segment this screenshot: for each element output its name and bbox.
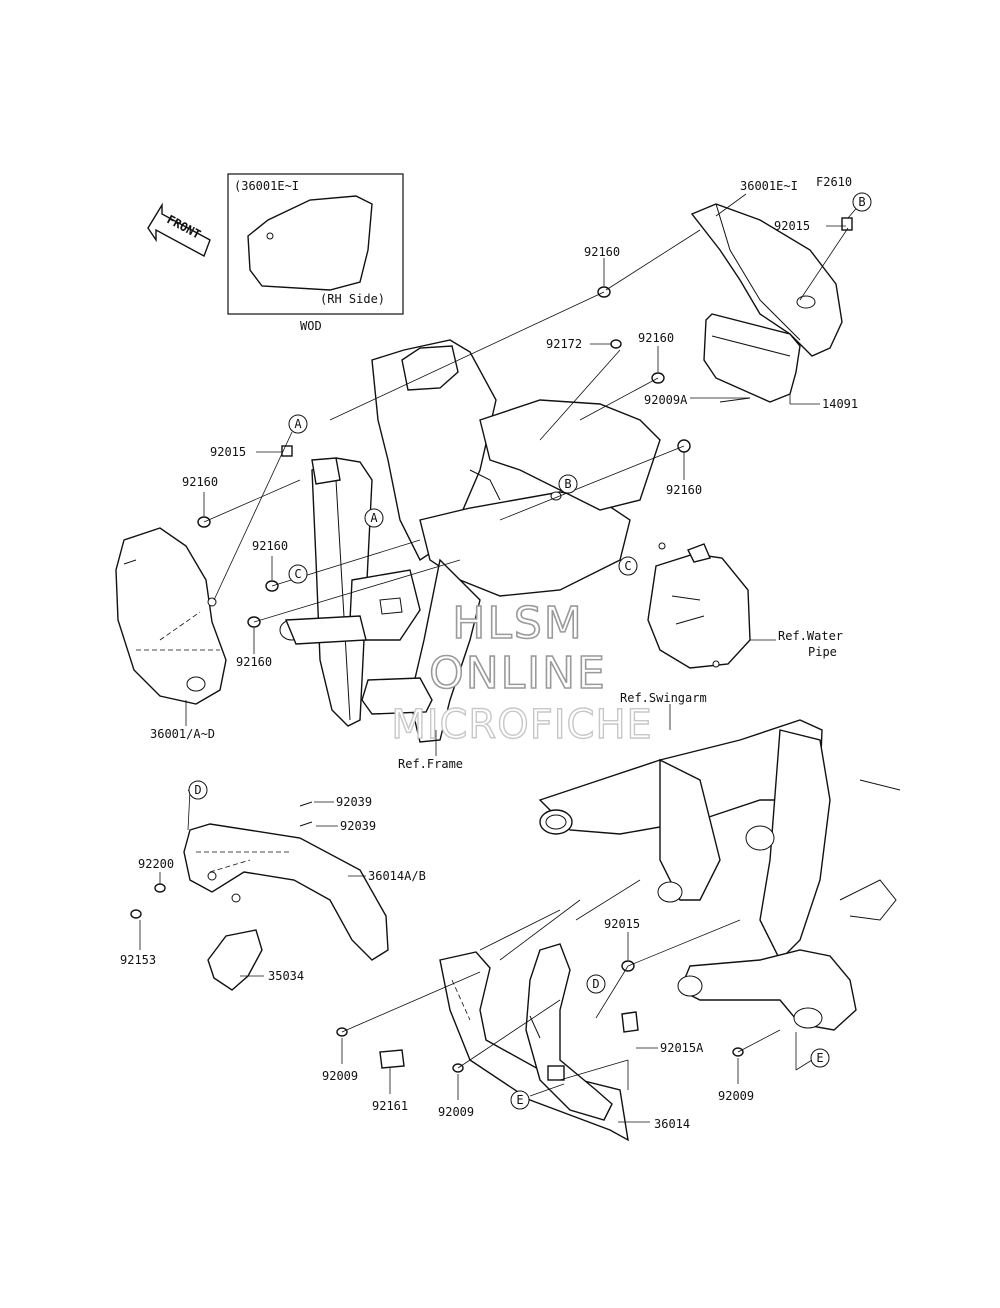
ref-water-label: Ref.Water bbox=[778, 629, 843, 643]
callouts: A A B B C C D D E E bbox=[188, 192, 872, 1110]
part-label: 36001/A~D bbox=[150, 727, 215, 741]
callout-a-frame: A bbox=[364, 508, 384, 528]
part-label: 92160 bbox=[638, 331, 674, 345]
svg-text:A: A bbox=[370, 511, 378, 525]
swingarm bbox=[538, 719, 901, 1031]
callout-c-left: C bbox=[288, 564, 308, 584]
callout-a-top: A bbox=[288, 414, 308, 434]
svg-text:E: E bbox=[516, 1093, 523, 1107]
callout-e-left: E bbox=[510, 1090, 530, 1110]
part-label: 92039 bbox=[340, 819, 376, 833]
part-label: 92160 bbox=[182, 475, 218, 489]
left-side-cover bbox=[115, 527, 227, 705]
right-side-cover bbox=[690, 203, 843, 403]
part-label: 92009 bbox=[322, 1069, 358, 1083]
svg-text:D: D bbox=[194, 783, 201, 797]
part-label: 92015A bbox=[660, 1041, 704, 1055]
hidden-lines bbox=[136, 611, 471, 1021]
frame bbox=[279, 339, 661, 743]
svg-text:B: B bbox=[564, 477, 571, 491]
reference-labels: Ref.Frame Ref.Swingarm Ref.Water Pipe bbox=[398, 629, 843, 771]
svg-text:C: C bbox=[624, 559, 631, 573]
figure-code: F2610 bbox=[816, 175, 852, 189]
callout-d-mid: D bbox=[586, 974, 606, 994]
part-label: 92009 bbox=[718, 1089, 754, 1103]
part-label: 92172 bbox=[546, 337, 582, 351]
inset-part-label: (36001E~I bbox=[234, 179, 299, 193]
svg-text:A: A bbox=[294, 417, 302, 431]
svg-text:C: C bbox=[294, 567, 301, 581]
part-label: 92160 bbox=[252, 539, 288, 553]
part-label: 92015 bbox=[604, 917, 640, 931]
water-pipe-cover bbox=[647, 542, 751, 669]
callout-b-top: B bbox=[852, 192, 872, 212]
front-arrow: FRONT bbox=[147, 202, 211, 257]
inset-box: (36001E~I (RH Side) WOD bbox=[227, 173, 404, 333]
alignment-lines bbox=[187, 227, 849, 1097]
watermark: HLSM ONLINE MICROFICHE bbox=[390, 597, 653, 749]
part-label: 36001E~I bbox=[740, 179, 798, 193]
part-label: 92160 bbox=[236, 655, 272, 669]
part-label: 35034 bbox=[268, 969, 304, 983]
callout-d-top: D bbox=[188, 780, 208, 800]
part-label: 92015 bbox=[210, 445, 246, 459]
part-label: 92015 bbox=[774, 219, 810, 233]
watermark-line-1: HLSM bbox=[452, 598, 584, 649]
ref-frame-label: Ref.Frame bbox=[398, 757, 463, 771]
part-label: 36014 bbox=[654, 1117, 690, 1131]
ref-swingarm-label: Ref.Swingarm bbox=[620, 691, 707, 705]
inset-note: WOD bbox=[300, 319, 322, 333]
ref-pipe-label: Pipe bbox=[808, 645, 837, 659]
callout-c-right: C bbox=[618, 556, 638, 576]
part-label: 92009A bbox=[644, 393, 688, 407]
part-label: 92153 bbox=[120, 953, 156, 967]
part-label: 36014A/B bbox=[368, 869, 426, 883]
part-labels: 36001E~I 92015 92160 92172 92160 92009A … bbox=[120, 179, 858, 1131]
part-label: 92161 bbox=[372, 1099, 408, 1113]
watermark-line-3: MICROFICHE bbox=[391, 702, 653, 748]
svg-text:D: D bbox=[592, 977, 599, 991]
watermark-line-2: ONLINE bbox=[429, 648, 607, 699]
part-label: 92200 bbox=[138, 857, 174, 871]
svg-text:B: B bbox=[858, 195, 865, 209]
part-label: 92039 bbox=[336, 795, 372, 809]
callout-e-right: E bbox=[810, 1048, 830, 1068]
part-label: 92160 bbox=[584, 245, 620, 259]
callout-b-frame: B bbox=[558, 474, 578, 494]
chain-guard bbox=[183, 823, 389, 991]
part-label: 92160 bbox=[666, 483, 702, 497]
inset-side-label: (RH Side) bbox=[320, 292, 385, 306]
part-label: 92009 bbox=[438, 1105, 474, 1119]
part-label: 14091 bbox=[822, 397, 858, 411]
svg-text:E: E bbox=[816, 1051, 823, 1065]
